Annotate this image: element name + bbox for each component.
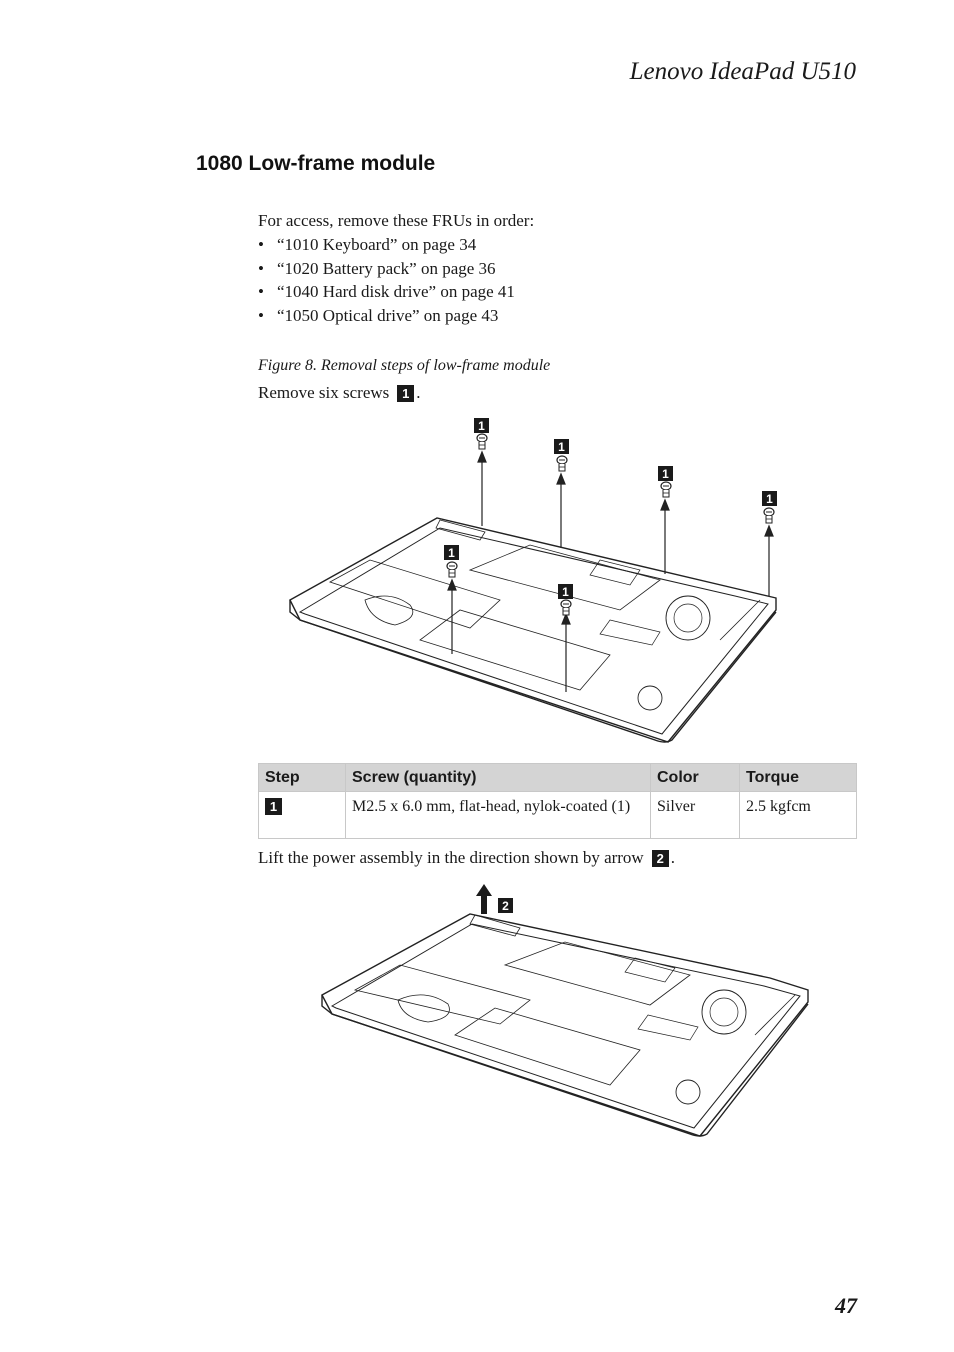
step-2-instruction: Lift the power assembly in the direction… [258, 848, 675, 868]
fru-list-item: “1020 Battery pack” on page 36 [258, 257, 515, 281]
callout-label: 2 [502, 899, 509, 913]
step-2-text: Lift the power assembly in the direction… [258, 848, 644, 867]
figure-caption: Figure 8. Removal steps of low-frame mod… [258, 357, 551, 374]
lift-arrow: 2 [476, 884, 513, 914]
callout-markers-1: 1 1 1 1 1 1 [444, 418, 777, 599]
callout-label: 1 [448, 546, 455, 560]
screw-icon [660, 481, 672, 498]
fru-list-item: “1050 Optical drive” on page 43 [258, 304, 515, 328]
fru-list-item: “1040 Hard disk drive” on page 41 [258, 280, 515, 304]
callout-label: 1 [662, 467, 669, 481]
step-1-marker: 1 [397, 384, 415, 402]
column-header: Torque [739, 763, 857, 792]
laptop-base-illustration-2 [321, 913, 809, 1137]
screw-spec-table: Step Screw (quantity) Color Torque 1 M2.… [258, 763, 857, 839]
callout-label: 1 [478, 419, 485, 433]
step-2-marker: 2 [651, 849, 669, 867]
screw-icon [556, 455, 568, 472]
laptop-base-illustration-1 [289, 517, 777, 743]
running-header: Lenovo IdeaPad U510 [629, 58, 856, 85]
screw-cell: M2.5 x 6.0 mm, flat-head, nylok-coated (… [345, 791, 651, 839]
fru-list: “1010 Keyboard” on page 34 “1020 Battery… [258, 233, 515, 328]
fru-list-item: “1010 Keyboard” on page 34 [258, 233, 515, 257]
screw-icon [560, 599, 572, 616]
step-2-suffix: . [670, 848, 675, 867]
callout-label: 1 [766, 492, 773, 506]
callout-label: 1 [562, 585, 569, 599]
step-1-text: Remove six screws [258, 383, 390, 402]
color-cell: Silver [650, 791, 740, 839]
step-marker: 1 [265, 798, 282, 815]
screw-icon [763, 507, 775, 524]
column-header: Step [258, 763, 346, 792]
step-1-instruction: Remove six screws 1 . [258, 383, 421, 403]
section-title: 1080 Low-frame module [196, 152, 436, 175]
step-1-suffix: . [416, 383, 421, 402]
table-header-row: Step Screw (quantity) Color Torque [258, 763, 857, 792]
column-header: Screw (quantity) [345, 763, 651, 792]
callout-label: 1 [558, 440, 565, 454]
screw-icon [476, 433, 488, 450]
step-cell: 1 [258, 791, 346, 839]
torque-cell: 2.5 kgfcm [739, 791, 857, 839]
screw-icon [446, 561, 458, 578]
intro-text: For access, remove these FRUs in order: [258, 211, 535, 230]
table-row: 1 M2.5 x 6.0 mm, flat-head, nylok-coated… [258, 791, 857, 839]
screw-removal-arrows [447, 450, 774, 692]
column-header: Color [650, 763, 740, 792]
page-number: 47 [835, 1293, 857, 1318]
